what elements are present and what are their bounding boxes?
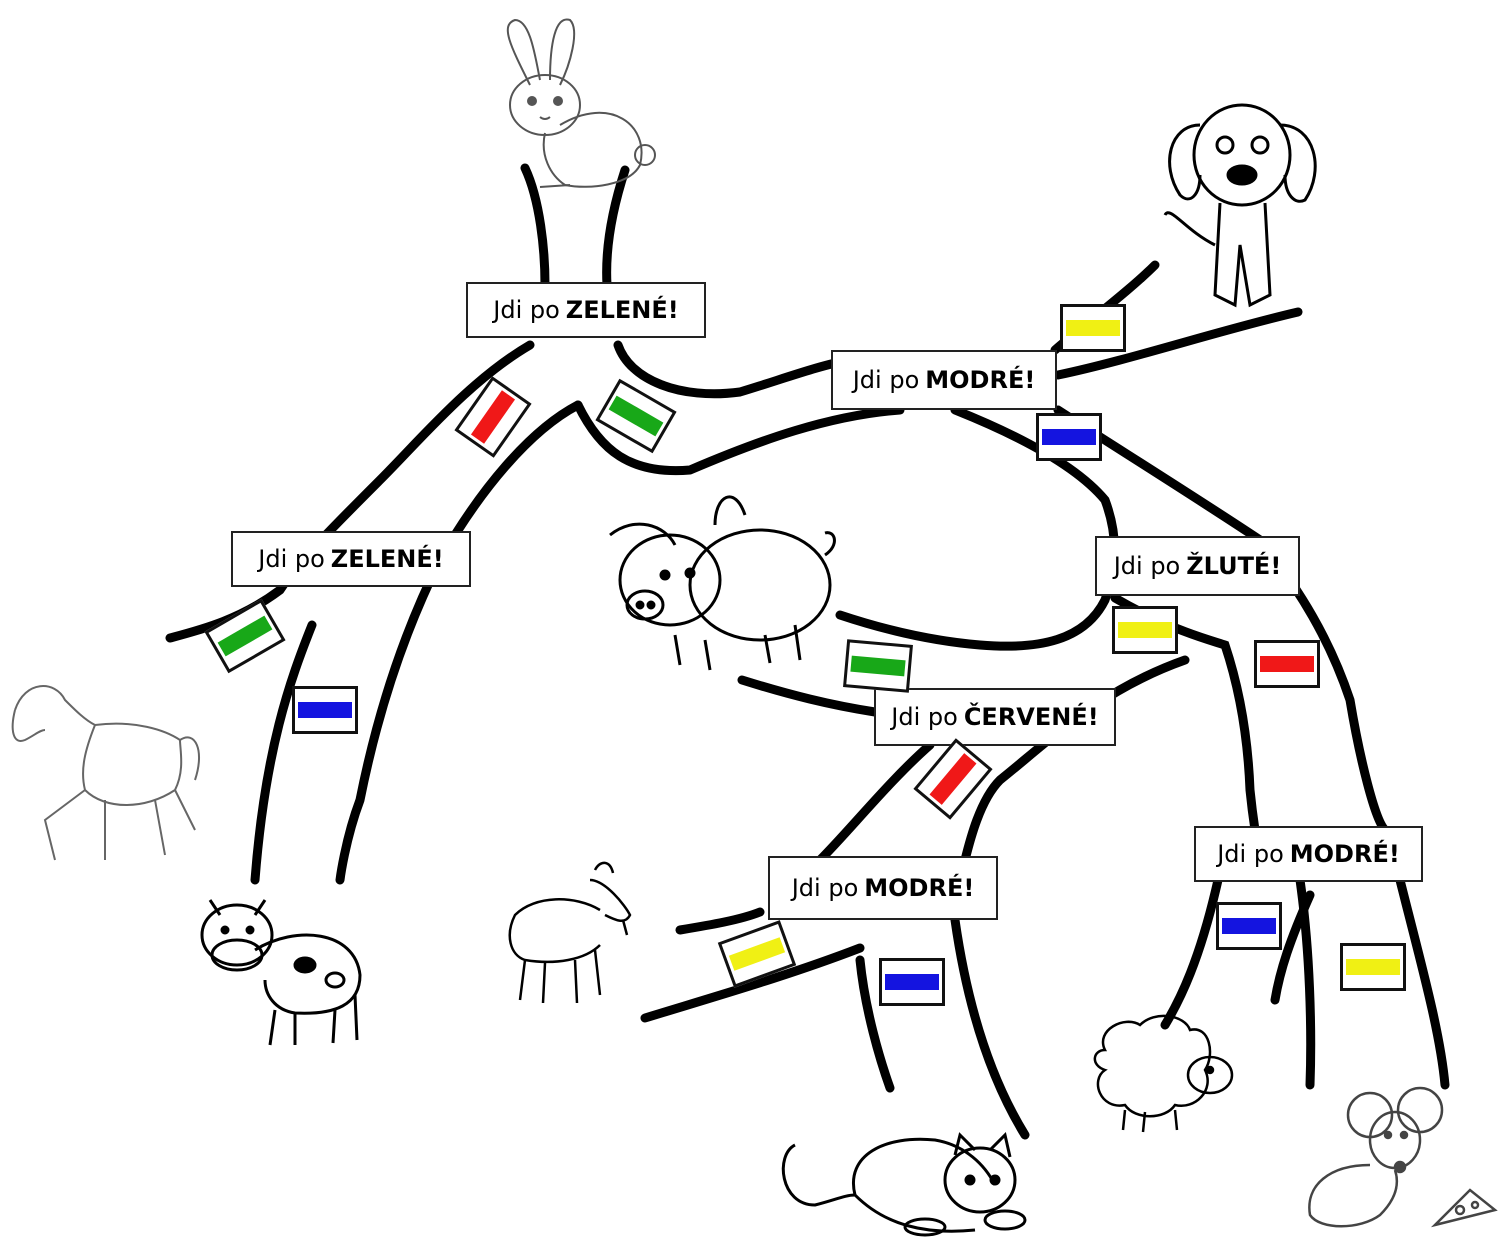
instruction-prefix: Jdi po <box>1113 552 1181 580</box>
flag-stripe <box>1066 320 1120 336</box>
instruction-color-word: MODRÉ! <box>1289 840 1400 868</box>
yellow-path-flag <box>1060 304 1126 352</box>
instruction-prefix: Jdi po <box>891 703 958 731</box>
instruction-label-lower-center: Jdi po MODRÉ! <box>768 856 998 920</box>
instruction-prefix: Jdi po <box>1217 840 1284 868</box>
cat-icon <box>781 1132 1027 1237</box>
yellow-path-flag <box>1340 943 1406 991</box>
blue-path-flag <box>879 958 945 1006</box>
rabbit-icon <box>506 18 656 188</box>
flag-stripe <box>217 615 273 657</box>
flag-stripe <box>608 395 664 437</box>
flag-stripe <box>1346 959 1400 975</box>
instruction-label-right: Jdi po ŽLUTÉ! <box>1095 536 1300 596</box>
instruction-prefix: Jdi po <box>791 874 859 902</box>
blue-path-flag <box>292 686 358 734</box>
instruction-color-word: ZELENÉ! <box>330 545 444 573</box>
instruction-prefix: Jdi po <box>852 366 920 394</box>
blue-path-flag <box>1036 413 1102 461</box>
flag-stripe <box>1222 918 1276 934</box>
flag-stripe <box>1118 622 1172 638</box>
instruction-label-left: Jdi po ZELENÉ! <box>231 531 471 587</box>
blue-path-flag <box>1216 902 1282 950</box>
flag-stripe <box>728 937 786 971</box>
instruction-color-word: ČERVENÉ! <box>963 703 1099 731</box>
instruction-label-top: Jdi po ZELENÉ! <box>466 282 706 338</box>
flag-stripe <box>1260 656 1314 672</box>
instruction-prefix: Jdi po <box>258 545 325 573</box>
instruction-label-lower-right: Jdi po MODRÉ! <box>1194 826 1423 882</box>
instruction-color-word: MODRÉ! <box>864 874 975 902</box>
goat-icon <box>508 861 632 1004</box>
dog-icon <box>1163 103 1317 308</box>
red-path-flag <box>1254 640 1320 688</box>
green-path-flag <box>843 639 913 693</box>
flag-stripe <box>1042 429 1096 445</box>
pig-icon <box>609 495 836 671</box>
flag-stripe <box>298 702 352 718</box>
sheep-icon <box>1093 1014 1234 1133</box>
horse-icon <box>11 685 200 861</box>
mouse-icon <box>1308 1086 1498 1228</box>
flag-stripe <box>850 655 906 677</box>
instruction-color-word: MODRÉ! <box>925 366 1036 394</box>
instruction-color-word: ZELENÉ! <box>565 296 679 324</box>
flag-stripe <box>470 390 516 444</box>
instruction-color-word: ŽLUTÉ! <box>1186 552 1282 580</box>
instruction-label-dog-junction: Jdi po MODRÉ! <box>831 350 1057 410</box>
instruction-prefix: Jdi po <box>493 296 560 324</box>
flag-stripe <box>885 974 939 990</box>
instruction-label-center: Jdi po ČERVENÉ! <box>874 688 1116 746</box>
yellow-path-flag <box>1112 606 1178 654</box>
cow-icon <box>200 899 362 1046</box>
